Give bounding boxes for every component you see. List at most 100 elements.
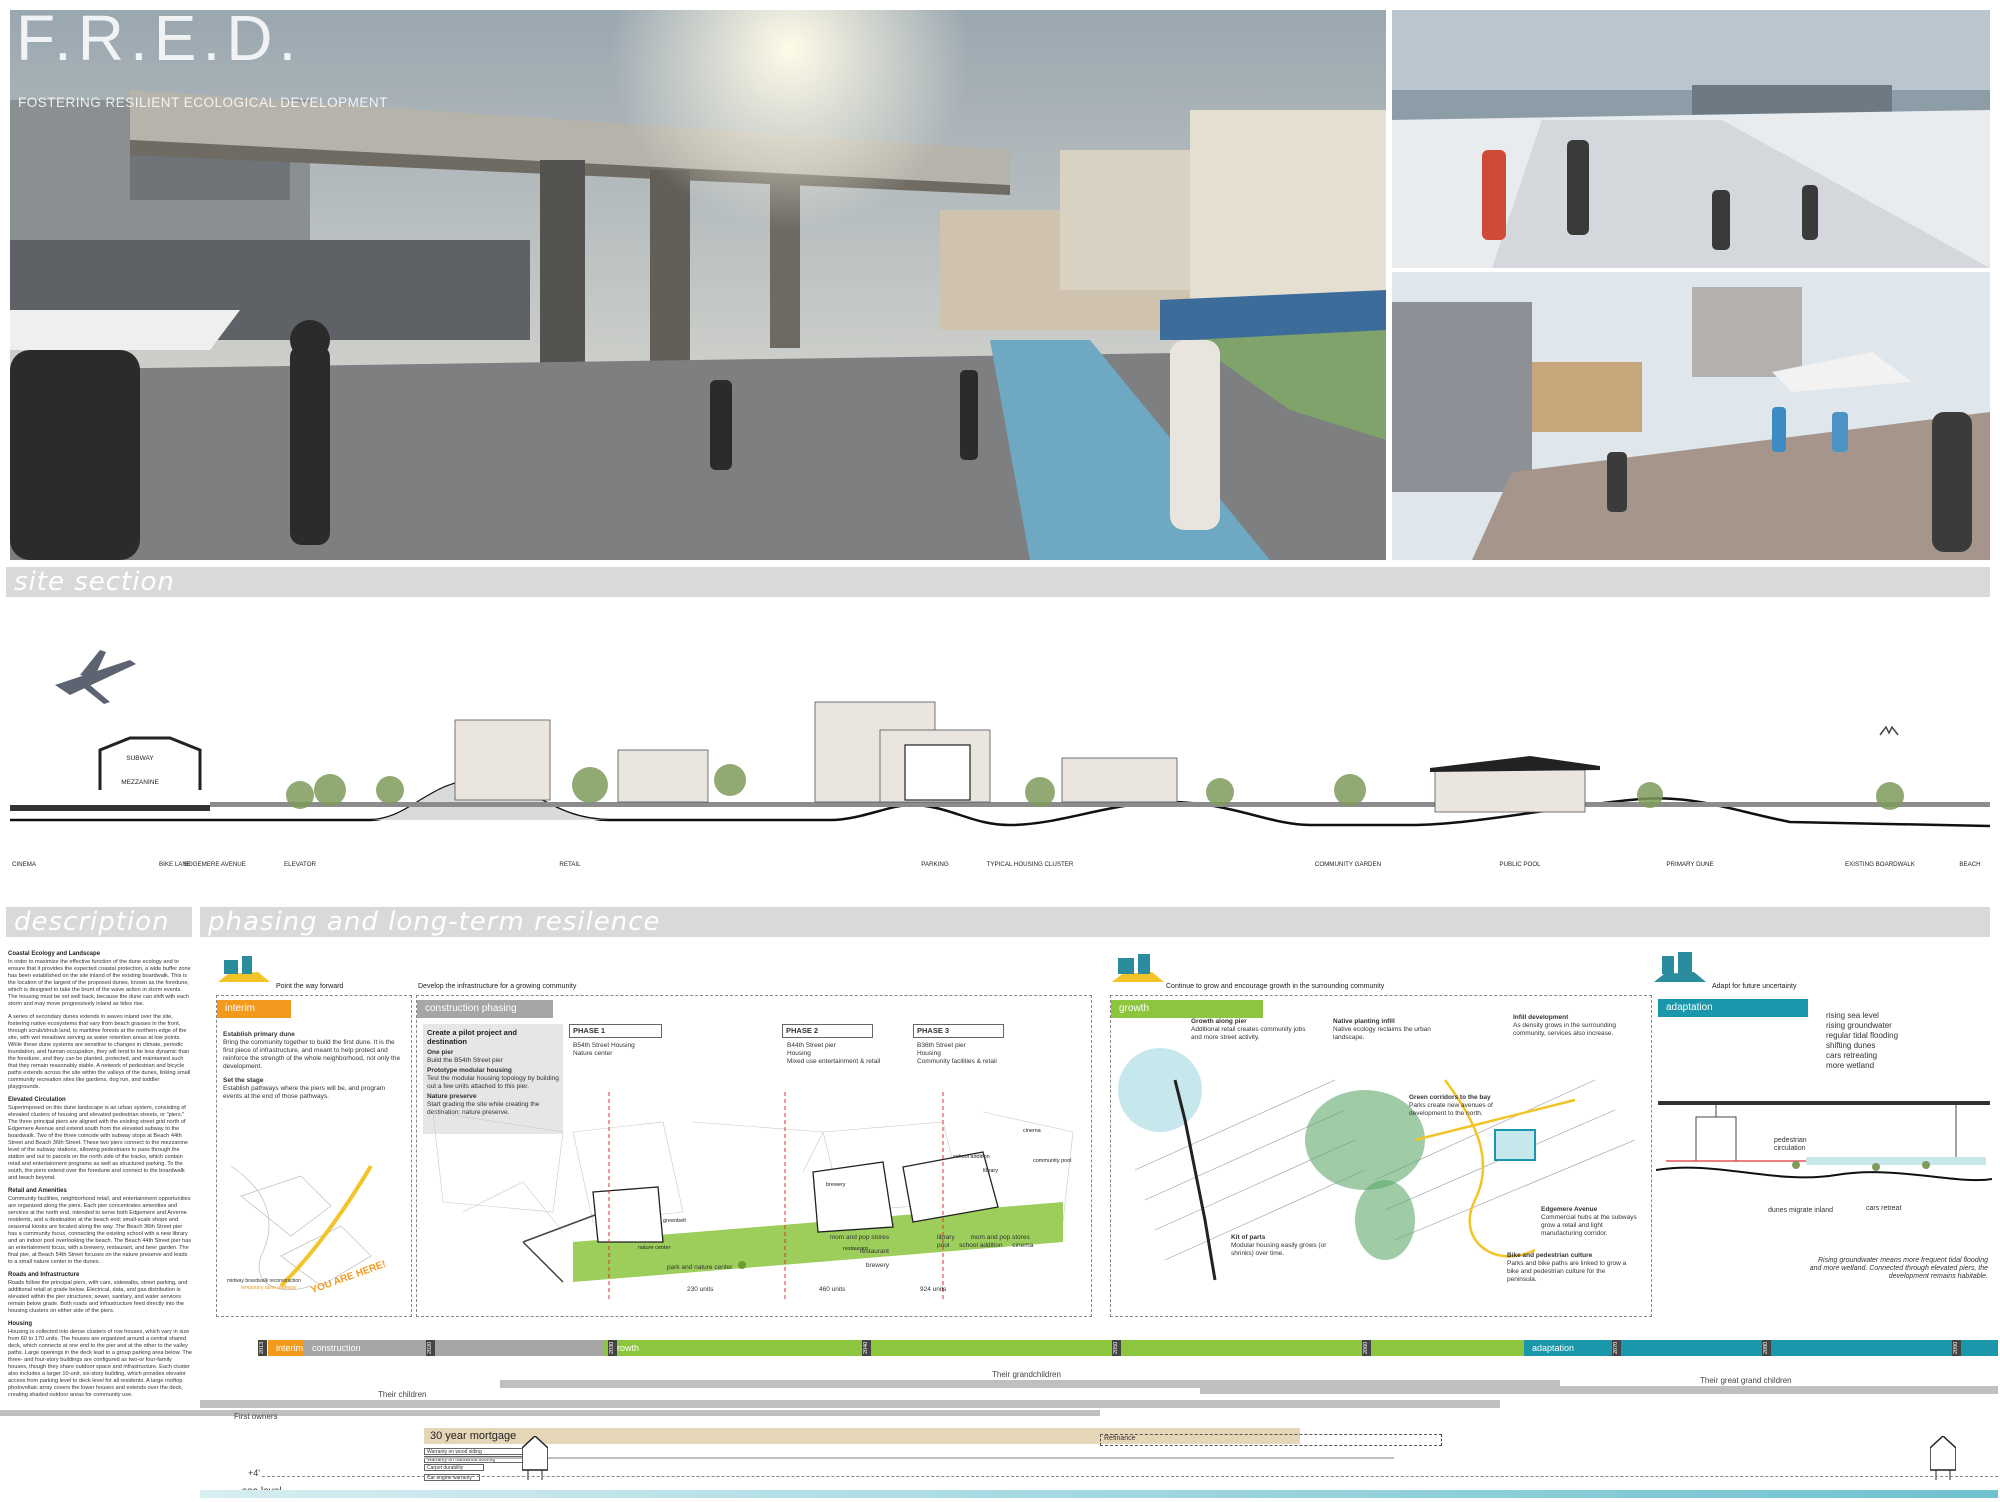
desc-heading-roads: Roads and Infrastructure: [8, 1272, 80, 1278]
desc-heading-circulation: Elevated Circulation: [8, 1097, 66, 1103]
legend-item: cinema: [1012, 1242, 1034, 1249]
boardwalk-photo: [1392, 10, 1990, 268]
year-marker: 2050: [1112, 1340, 1121, 1356]
desc-heading-housing: Housing: [8, 1321, 32, 1327]
legend-item: brewery: [865, 1262, 889, 1269]
growth-note-text: As density grows in the surrounding comm…: [1513, 1022, 1616, 1037]
description-text: Coastal Ecology and Landscape In order t…: [8, 947, 192, 1437]
section-label-dune: PRIMARY DUNE: [1666, 861, 1713, 868]
warranty-siding: Warranty on wood siding: [424, 1448, 524, 1455]
hero-title: F.R.E.D.: [16, 10, 302, 74]
long-gray-line: [424, 1457, 1394, 1459]
interim-tag: interim: [217, 1000, 291, 1018]
desc-heading-retail: Retail and Amenities: [8, 1188, 67, 1194]
legend-item: mom and pop stores: [829, 1234, 889, 1241]
units-phase-2: 460 units: [819, 1286, 846, 1293]
phase-3-label: PHASE 3: [913, 1024, 1004, 1038]
subway-label: SUBWAY: [126, 755, 154, 762]
segment-adaptation: adaptation: [1524, 1340, 1998, 1356]
legend-phase-1: park and nature center: [667, 1261, 747, 1272]
interim-text-stage: Establish pathways where the piers will …: [223, 1085, 386, 1100]
adaptation-item: cars retreating: [1826, 1051, 1878, 1060]
construction-panel: construction phasing Create a pilot proj…: [416, 995, 1092, 1317]
adaptation-item: rising sea level: [1826, 1011, 1879, 1020]
house-icon: [521, 1434, 549, 1480]
legend-item: restaurant: [859, 1248, 889, 1255]
map-label-school: school addition: [953, 1154, 990, 1160]
mortgage-label: 30 year mortgage: [430, 1430, 517, 1442]
deck-photo: [1392, 272, 1990, 560]
map-label-restaurant: restaurant: [843, 1246, 868, 1252]
map-label-library: library: [983, 1168, 998, 1174]
pilot-box: Create a pilot project and destination O…: [423, 1024, 563, 1134]
phase-2-items: B44th Street pier Housing Mixed use ente…: [787, 1042, 880, 1066]
phase-3-item: Housing: [917, 1050, 941, 1057]
site-section-illustration: SUBWAY MEZZANINE CINEMA BIKE LANE EDGE: [10, 650, 1991, 868]
timeline: interim construction growth adaptation 2…: [0, 1330, 2000, 1502]
airplane-icon: [55, 650, 136, 704]
year-marker: 2030: [608, 1340, 617, 1356]
sea-rise-line: [262, 1476, 1998, 1477]
growth-note-text: Commercial hubs at the subways grow a re…: [1541, 1214, 1637, 1237]
site-section-title: site section: [14, 567, 175, 597]
phase-1-item: Nature center: [573, 1050, 613, 1057]
gen-children: Their children: [378, 1390, 427, 1399]
legend-item: library: [937, 1234, 955, 1241]
refinance-box: [1100, 1434, 1442, 1446]
phase-3-item: B36th Street pier: [917, 1042, 966, 1049]
hero-rendering: F.R.E.D. FOSTERING RESILIENT ECOLOGICAL …: [10, 10, 1386, 560]
growth-note-text: Parks create new avenues of development …: [1409, 1102, 1493, 1117]
desc-paragraph: Community facilities, neighborhood retai…: [8, 1196, 192, 1265]
growth-note-title: Green corridors to the bay: [1409, 1094, 1491, 1101]
growth-note-text: Additional retail creates community jobs…: [1191, 1026, 1306, 1041]
growth-note-title: Growth along pier: [1191, 1018, 1247, 1025]
section-label-parking: PARKING: [921, 861, 949, 868]
year-marker: 2040: [862, 1340, 871, 1356]
growth-panel: growth Growth along pier Additional reta…: [1110, 995, 1652, 1317]
phase-1-items: B54th Street Housing Nature center: [573, 1042, 635, 1058]
year-marker: 2090: [1952, 1340, 1961, 1356]
adaptation-dunes: dunes migrate inland: [1768, 1207, 1833, 1214]
growth-note-text: Native ecology reclaims the urban landsc…: [1333, 1026, 1431, 1041]
adaptation-item: shifting dunes: [1826, 1041, 1876, 1050]
phase-1-label: PHASE 1: [569, 1024, 662, 1038]
interim-panel: interim Establish primary dune Bring the…: [216, 995, 412, 1317]
growth-note-title: Native planting infill: [1333, 1018, 1395, 1025]
map-label-nature-center: nature center: [638, 1245, 671, 1251]
map-label-greenbelt: greenbelt: [663, 1218, 686, 1224]
legend-phase-3: library mom and pop stores pool school a…: [937, 1234, 1087, 1250]
segment-interim: interim: [268, 1340, 304, 1356]
units-phase-1: 230 units: [687, 1286, 714, 1293]
growth-note-bike: Bike and pedestrian culture Parks and bi…: [1507, 1252, 1627, 1284]
growth-note-green: Green corridors to the bay Parks create …: [1409, 1094, 1519, 1118]
refinance-label: Refinance: [1104, 1435, 1136, 1442]
legend-item: school addition: [959, 1242, 1003, 1249]
adaptation-cars: cars retreat: [1866, 1205, 1902, 1212]
gen-bar-first: [0, 1410, 1100, 1416]
map-label-brewery: brewery: [826, 1182, 846, 1188]
desc-paragraph: Superimposed on this dune landscape is a…: [8, 1105, 188, 1181]
warranty-car: Car engine warranty: [424, 1474, 480, 1481]
interim-text-dune: Bring the community together to build th…: [223, 1039, 401, 1070]
adaptation-item: rising groundwater: [1826, 1021, 1892, 1030]
growth-tag: growth: [1111, 1000, 1263, 1018]
col-head-adaptation: Adapt for future uncertainty: [1712, 983, 1797, 990]
phasing-title: phasing and long-term resilence: [208, 907, 661, 937]
legend-item: mom and pop stores: [970, 1234, 1030, 1241]
growth-note-text: Modular housing easily grows (or shrinks…: [1231, 1242, 1327, 1257]
col-head-construction: Develop the infrastructure for a growing…: [418, 983, 577, 990]
growth-note-text: Parks and bike paths are linked to grow …: [1507, 1260, 1627, 1283]
year-marker: 2080: [1762, 1340, 1771, 1356]
year-marker: 2070: [1612, 1340, 1621, 1356]
step-icon-adaptation: [1654, 952, 1706, 986]
growth-map: [1118, 1048, 1636, 1281]
phase-3-item: Community facilities & retail: [917, 1058, 997, 1065]
growth-note-title: Kit of parts: [1231, 1234, 1266, 1241]
site-section-drawing: SUBWAY MEZZANINE CINEMA BIKE LANE EDGE: [10, 640, 1991, 880]
growth-note-title: Infill development: [1513, 1014, 1569, 1021]
desc-heading-coastal: Coastal Ecology and Landscape: [8, 951, 101, 957]
legend-phase-2: mom and pop stores restaurant brewery: [807, 1234, 889, 1270]
interim-note-boardwalk: midway boardwalk reconstruction: [227, 1278, 301, 1284]
desc-paragraph: Housing is collected into dense clusters…: [8, 1329, 192, 1398]
pilot-b1: One pier: [427, 1049, 454, 1056]
